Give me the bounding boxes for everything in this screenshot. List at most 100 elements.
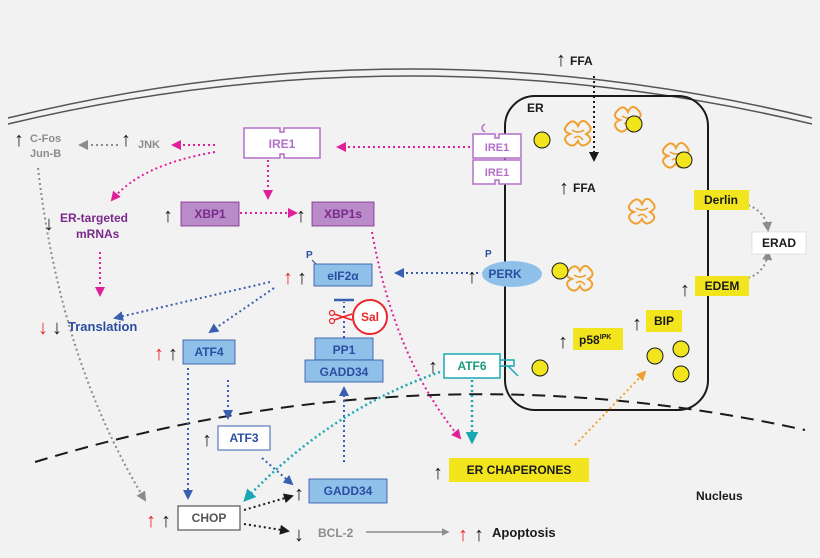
erad-label: ERAD (762, 236, 796, 250)
folded-protein-dot-icon (551, 262, 569, 280)
ire1-to-mrna-arrow (110, 151, 216, 202)
red-up-arrow-icon: ↑ (458, 524, 468, 546)
cell-membrane-inner (7, 75, 813, 125)
junb-label: Jun-B (30, 148, 61, 160)
folded-protein-dot-icon (675, 151, 693, 169)
unfolded-protein-icon (563, 119, 592, 147)
xbp1s-box (311, 201, 375, 227)
er-targeted-line1: ER-targeted (60, 211, 128, 225)
eif2a-phospho-label: P (306, 250, 313, 261)
bcl2-label: BCL-2 (318, 526, 354, 540)
er-label: ER (527, 101, 544, 115)
atf6-label: ATF6 (457, 359, 486, 373)
folded-protein-dot-icon (672, 365, 690, 383)
chaperones-to-bip-arrow (574, 370, 647, 446)
p58-label: p58IPK (579, 333, 611, 347)
cfos-to-chop-arrow (37, 167, 147, 502)
up-arrow-icon: ↑ (556, 49, 566, 71)
bip-box (646, 310, 682, 332)
up-arrow-icon: ↑ (121, 129, 131, 151)
perk-label: PERK (488, 267, 522, 281)
er-compartment (504, 95, 709, 411)
cfos-label: C-Fos (30, 133, 61, 145)
er-chaperones-box (449, 458, 589, 482)
er-targeted-line2: mRNAs (76, 227, 120, 241)
up-arrow-icon: ↑ (433, 462, 443, 484)
unfolded-protein-icon (627, 197, 656, 225)
nucleus-label: Nucleus (696, 489, 743, 503)
ire1-left-label: IRE1 (269, 137, 296, 151)
erad-box (751, 231, 807, 255)
derlin-label: Derlin (704, 193, 738, 207)
chop-box (177, 505, 241, 531)
p58-box (573, 328, 623, 350)
folded-protein-dot-icon (625, 115, 643, 133)
er-chaperones-label: ER CHAPERONES (467, 463, 572, 477)
ffa-er-label: FFA (573, 181, 596, 195)
gadd34-nuc-box (308, 478, 388, 504)
derlin-box (694, 190, 749, 210)
gadd34-er-label: GADD34 (320, 365, 369, 379)
chop-to-gadd34-arrow (243, 493, 294, 511)
ire1-bottom-box (472, 159, 522, 185)
red-down-arrow-icon: ↓ (38, 317, 48, 339)
xbp1s-label: XBP1s (324, 207, 362, 221)
cell-membrane (7, 68, 813, 119)
folded-protein-dot-icon (646, 347, 664, 365)
eif2a-to-translation-arrow (113, 281, 271, 322)
up-arrow-icon: ↑ (296, 205, 306, 227)
ire1-top-label: IRE1 (485, 142, 509, 154)
up-arrow-icon: ↑ (294, 483, 304, 505)
sal-circle (352, 299, 388, 335)
up-arrow-icon: ↑ (161, 510, 171, 532)
chop-to-bcl2-arrow (243, 523, 290, 535)
atf4-label: ATF4 (194, 345, 223, 359)
ffa-er: ↑ FFA (559, 177, 596, 199)
folded-protein-dot-icon (672, 340, 690, 358)
up-arrow-icon: ↑ (14, 129, 24, 151)
ire1-dimer: IRE1 IRE1 (472, 123, 522, 185)
gadd34-er-box (304, 359, 384, 383)
perk-shape (482, 261, 542, 287)
translation-label: Translation (68, 319, 137, 334)
chop-label: CHOP (192, 511, 227, 525)
folded-protein-dot-icon (533, 131, 551, 149)
edem-to-erad-arrow (747, 250, 773, 279)
up-arrow-icon: ↑ (428, 356, 438, 378)
up-arrow-icon: ↑ (202, 429, 212, 451)
down-arrow-icon: ↓ (52, 317, 62, 339)
up-arrow-icon: ↑ (163, 205, 173, 227)
down-arrow-icon: ↓ (44, 213, 54, 235)
derlin-to-erad-arrow (747, 204, 773, 232)
up-arrow-icon: ↑ (474, 524, 484, 546)
ire1-hook-icon (481, 123, 486, 133)
red-up-arrow-icon: ↑ (146, 510, 156, 532)
down-arrow-icon: ↓ (294, 524, 304, 546)
edem-label: EDEM (705, 279, 740, 293)
atf6-anchor-icon (500, 359, 519, 377)
edem-box (695, 276, 749, 296)
atf3-label: ATF3 (229, 431, 258, 445)
up-arrow-icon: ↑ (559, 177, 569, 199)
bip-label: BIP (654, 314, 674, 328)
eif2a-box (313, 263, 373, 287)
red-up-arrow-icon: ↑ (154, 343, 164, 365)
eif2a-label: eIF2α (327, 269, 359, 283)
up-arrow-icon: ↑ (632, 313, 642, 335)
up-arrow-icon: ↑ (297, 267, 307, 289)
folded-protein-dot-icon (531, 359, 549, 377)
atf4-box (182, 339, 236, 365)
atf6-to-chop-arrow (243, 370, 441, 502)
gadd34-nuc-label: GADD34 (324, 484, 373, 498)
unfolded-protein-icon (565, 264, 594, 292)
red-up-arrow-icon: ↑ (283, 267, 293, 289)
up-arrow-icon: ↑ (467, 266, 477, 288)
up-arrow-icon: ↑ (558, 331, 568, 353)
xbp1-label: XBP1 (194, 207, 226, 221)
up-arrow-icon: ↑ (168, 343, 178, 365)
ire1-left-box (243, 127, 321, 159)
ire1-top-box (472, 133, 522, 159)
ffa-top: ↑ FFA (556, 49, 593, 71)
perk-phospho-label: P (485, 249, 492, 260)
